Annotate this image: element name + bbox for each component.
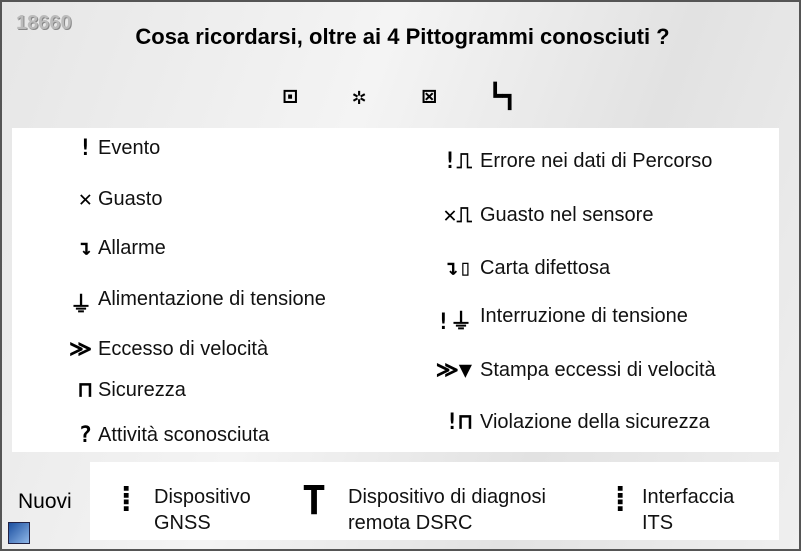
- logo-icon: [8, 522, 30, 544]
- overspeed-icon: ≫: [68, 337, 92, 362]
- list-item: Violazione della sicurezza: [480, 411, 710, 433]
- slide-id: 18660: [16, 12, 72, 34]
- gnss-device-icon: ⁞: [116, 480, 137, 520]
- event-icon: !: [78, 136, 92, 161]
- list-item: Alimentazione di tensione: [98, 288, 326, 310]
- slide-title: Cosa ricordarsi, oltre ai 4 Pittogrammi …: [135, 24, 670, 49]
- list-item: Interruzione di tensione: [480, 305, 688, 327]
- new-item-gnss: Dispositivo GNSS: [154, 484, 251, 536]
- driving-pictogram-icon: ┗┓: [488, 82, 517, 110]
- new-item-line: GNSS: [154, 512, 211, 534]
- new-item-line: Dispositivo di diagnosi: [348, 486, 546, 508]
- its-interface-icon: ⁞: [610, 480, 631, 520]
- available-pictogram-icon: ⊠: [422, 82, 437, 110]
- card-fault-icon: ↴▯: [445, 256, 473, 281]
- security-breach-icon: !⊓: [445, 410, 473, 435]
- new-label: Nuovi: [18, 490, 72, 513]
- new-pictograms-panel: ⁞ Dispositivo GNSS T Dispositivo di diag…: [90, 462, 779, 540]
- overspeed-print-icon: ≫▼: [435, 358, 472, 383]
- new-item-dsrc: Dispositivo di diagnosi remota DSRC: [348, 484, 546, 536]
- new-item-line: Dispositivo: [154, 486, 251, 508]
- list-item: Carta difettosa: [480, 257, 611, 279]
- unknown-activity-icon: ?: [78, 423, 92, 448]
- work-pictogram-icon: ✲: [352, 82, 367, 110]
- fault-icon: ✕: [78, 187, 92, 212]
- list-item: Evento: [98, 137, 161, 159]
- new-item-line: ITS: [642, 512, 674, 534]
- list-item: Errore nei dati di Percorso: [480, 150, 713, 172]
- pictogram-list-panel: ! Evento ✕ Guasto ↴ Allarme ⏚ Alimentazi…: [12, 128, 779, 452]
- new-item-line: Interfaccia: [642, 486, 735, 508]
- list-item: Attività sconosciuta: [98, 424, 270, 446]
- new-item-its: Interfaccia ITS: [642, 484, 734, 536]
- list-item: Eccesso di velocità: [98, 338, 269, 360]
- journey-data-error-icon: !⎍: [443, 149, 472, 174]
- sensor-fault-icon: ✕⎍: [443, 203, 472, 228]
- new-item-line: remota DSRC: [348, 512, 473, 534]
- list-item: Allarme: [98, 237, 166, 259]
- list-item: Guasto: [98, 188, 163, 210]
- list-item: Stampa eccessi di velocità: [480, 359, 716, 381]
- power-supply-icon: ⏚: [69, 293, 92, 318]
- rest-pictogram-icon: ⊡: [283, 82, 298, 110]
- power-interruption-icon: !⏚: [436, 310, 472, 335]
- dsrc-device-icon: T: [302, 478, 327, 524]
- list-item: Guasto nel sensore: [480, 204, 654, 226]
- alarm-icon: ↴: [78, 236, 92, 261]
- list-item: Sicurezza: [98, 379, 186, 401]
- lock-icon: ⊓: [78, 378, 92, 403]
